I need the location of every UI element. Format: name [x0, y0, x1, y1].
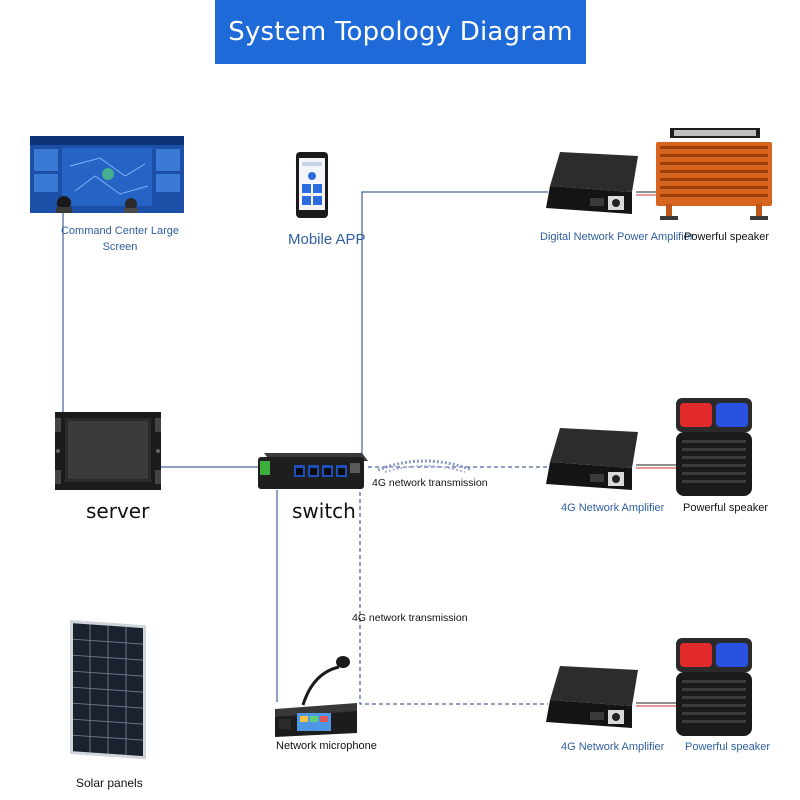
solar-panels-label: Solar panels — [76, 776, 143, 790]
speaker-1-label: Powerful speaker — [684, 231, 769, 243]
link-switch-4g-amp-2 — [359, 478, 548, 705]
transmission-label-2: 4G network transmission — [352, 612, 468, 624]
command-center-label: Command Center Large Screen — [60, 225, 179, 253]
light-speaker-icon — [676, 638, 752, 736]
light-speaker-icon — [676, 398, 752, 496]
wireless-signal-icon — [377, 459, 473, 473]
amplifier-icon — [546, 428, 638, 490]
switch-label: switch — [292, 499, 356, 523]
smartphone-icon — [296, 152, 328, 218]
speaker-3-label: Powerful speaker — [685, 741, 770, 753]
amp-4g-2-label: 4G Network Amplifier — [561, 741, 665, 753]
link-switch-digital-amplifier — [361, 191, 548, 455]
gooseneck-microphone-icon — [275, 656, 357, 737]
digital-amplifier-label: Digital Network Power Amplifier — [540, 231, 694, 243]
monitor-wall-icon — [30, 136, 184, 213]
amplifier-icon — [546, 152, 638, 214]
network-microphone-label: Network microphone — [276, 740, 377, 752]
rack-server-icon — [55, 412, 161, 490]
server-label: server — [86, 499, 150, 523]
horn-array-speaker-icon — [656, 128, 772, 220]
solar-panel-icon — [70, 620, 146, 760]
amplifier-icon — [546, 666, 638, 728]
mobile-app-label: Mobile APP — [288, 231, 366, 248]
diagram-title: System Topology Diagram — [215, 0, 586, 64]
transmission-label-1: 4G network transmission — [372, 477, 488, 489]
speaker-2-label: Powerful speaker — [683, 502, 768, 514]
amp-4g-1-label: 4G Network Amplifier — [561, 502, 665, 514]
network-switch-icon — [258, 453, 368, 489]
